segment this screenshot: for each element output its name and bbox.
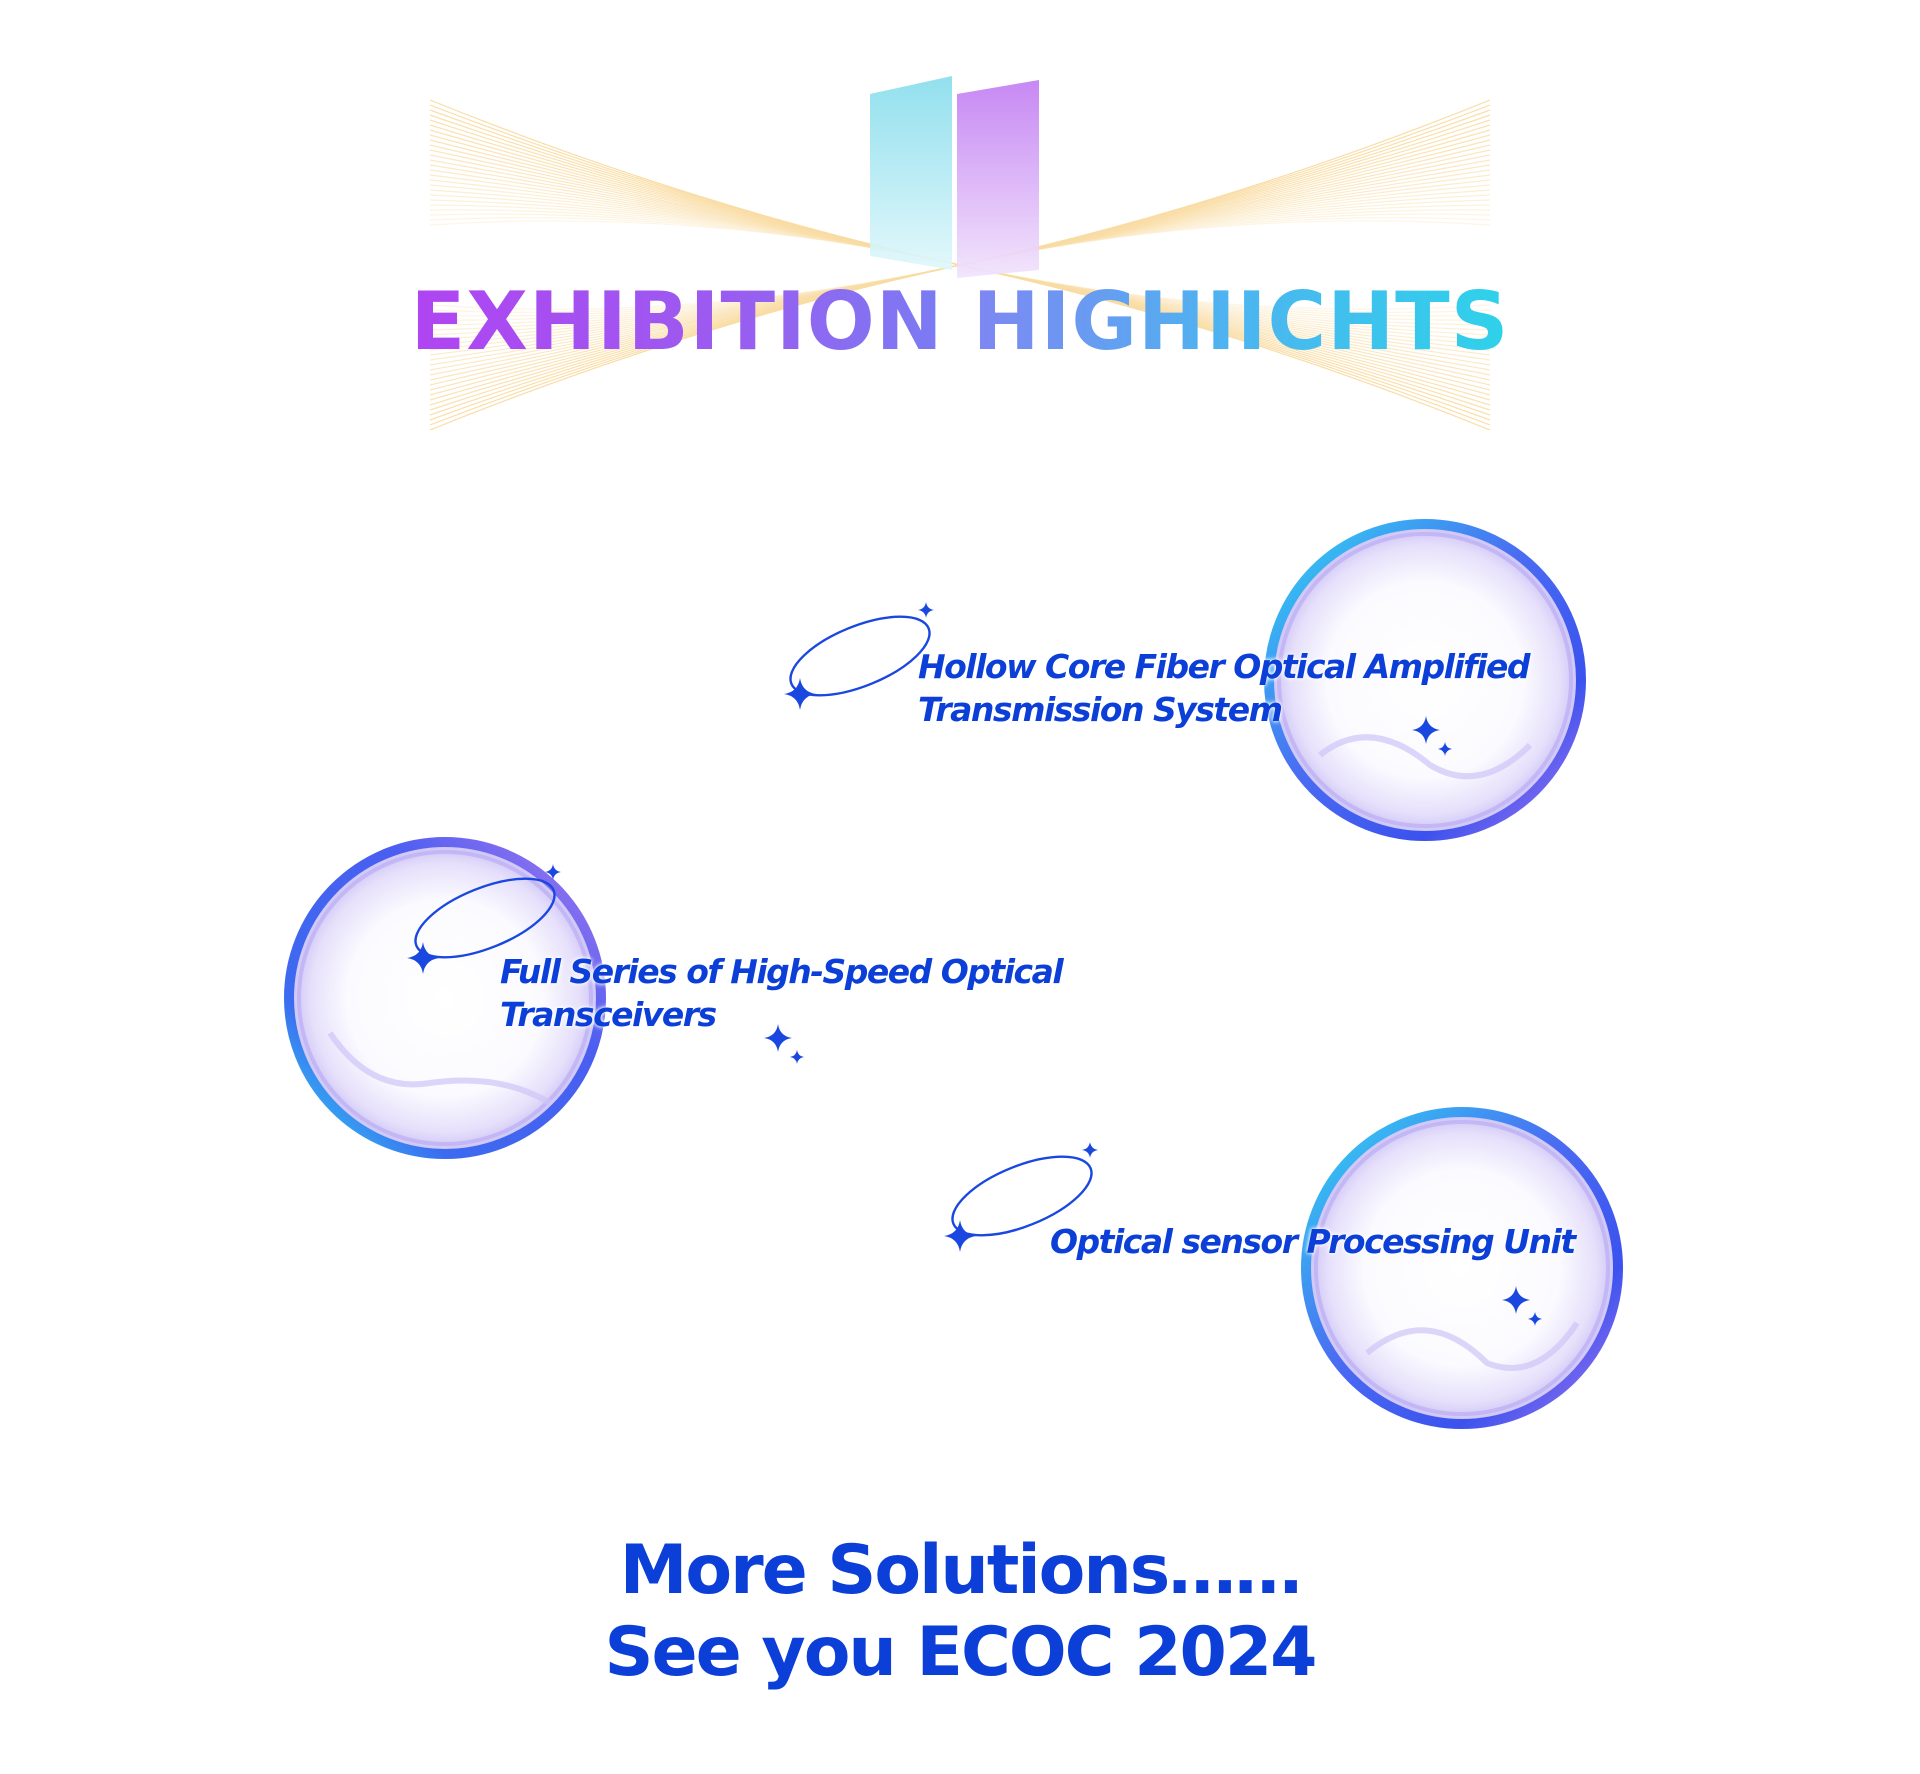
- closing-more-solutions: More Solutions……: [619, 1531, 1303, 1610]
- highlight-line: Optical sensor Processing Unit: [1050, 1222, 1576, 1261]
- highlight-line: Transceivers: [500, 995, 717, 1034]
- highlight-hollow-core-fiber: Hollow Core Fiber Optical Amplified Tran…: [918, 645, 1530, 731]
- highlight-line: Full Series of High-Speed Optical: [500, 952, 1064, 991]
- highlight-sensor-unit: Optical sensor Processing Unit: [1050, 1220, 1576, 1263]
- bubble-icon: [284, 837, 606, 1159]
- page-title: EXHIBITION HIGHIICHTS: [0, 282, 1920, 362]
- bubble-icon: [1264, 519, 1586, 841]
- orbit-ring-icon: [407, 864, 561, 974]
- highlight-line: Hollow Core Fiber Optical Amplified: [918, 647, 1530, 686]
- highlight-transceivers: Full Series of High-Speed Optical Transc…: [500, 950, 1064, 1036]
- orbit-ring-icon: [784, 602, 934, 710]
- title-word-highlights: HIGHIICHTS: [972, 275, 1510, 368]
- title-word-exhibition: EXHIBITION: [410, 275, 944, 368]
- highlight-line: Transmission System: [918, 690, 1283, 729]
- closing-see-you: See you ECOC 2024: [604, 1613, 1317, 1692]
- sparkle-icon: [1502, 1286, 1542, 1326]
- logo-panels-icon: [870, 76, 1039, 278]
- orbit-ring-icon: [944, 1142, 1098, 1252]
- bubble-icon: [1301, 1107, 1623, 1429]
